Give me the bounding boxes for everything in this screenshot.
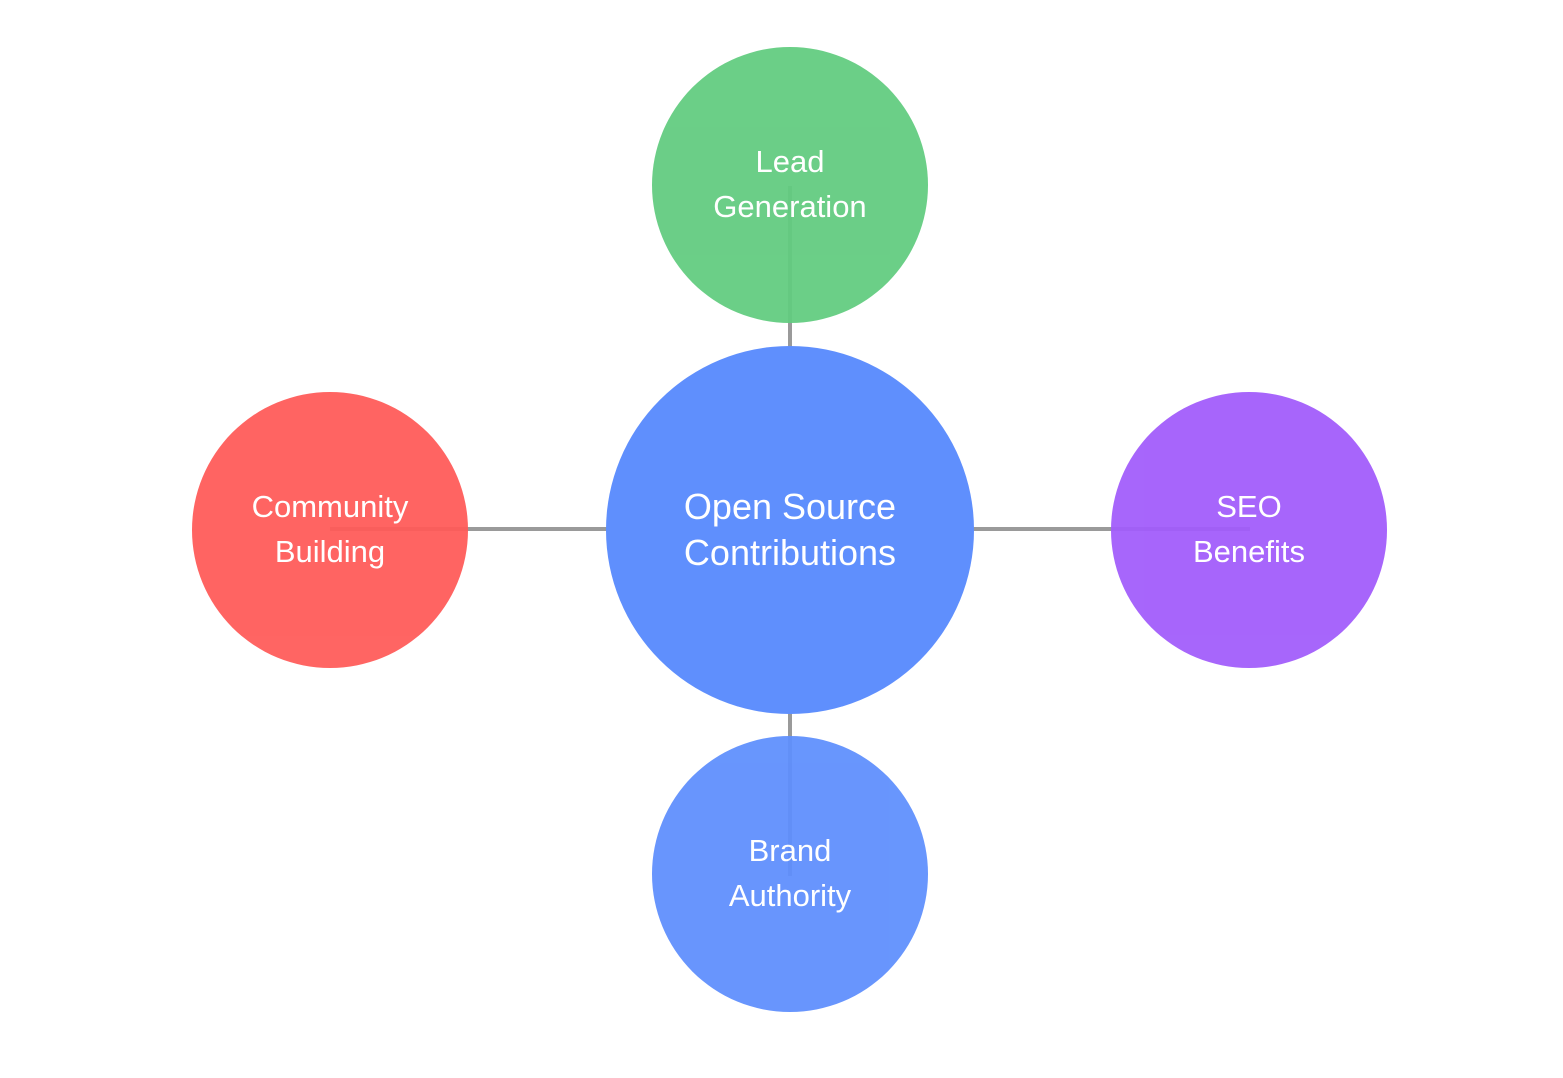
node-community-building: Community Building: [192, 392, 468, 668]
center-node-line-1: Open Source: [683, 486, 897, 528]
center-node: Open Source Contributions: [606, 346, 974, 714]
node-brand-authority-label: Brand Authority: [729, 829, 851, 919]
node-community-building-line-1: Community: [251, 489, 409, 525]
node-community-building-line-2: Building: [274, 534, 386, 569]
node-lead-generation: Lead Generation: [652, 47, 928, 323]
node-seo-benefits-line-1: SEO: [1216, 489, 1282, 525]
node-lead-generation-line-2: Generation: [713, 189, 867, 224]
node-lead-generation-line-1: Lead: [755, 144, 825, 180]
connector-right: [970, 527, 1250, 531]
center-node-line-2: Contributions: [683, 532, 897, 573]
connector-left: [330, 527, 610, 531]
node-brand-authority: Brand Authority: [652, 736, 928, 1012]
node-seo-benefits-line-2: Benefits: [1192, 534, 1305, 569]
node-seo-benefits: SEO Benefits: [1111, 392, 1387, 668]
node-lead-generation-label: Lead Generation: [713, 140, 866, 230]
node-seo-benefits-label: SEO Benefits: [1193, 485, 1305, 575]
node-brand-authority-line-1: Brand: [748, 833, 832, 869]
center-node-label: Open Source Contributions: [684, 484, 896, 575]
node-community-building-label: Community Building: [252, 485, 409, 575]
node-brand-authority-line-2: Authority: [728, 878, 852, 913]
